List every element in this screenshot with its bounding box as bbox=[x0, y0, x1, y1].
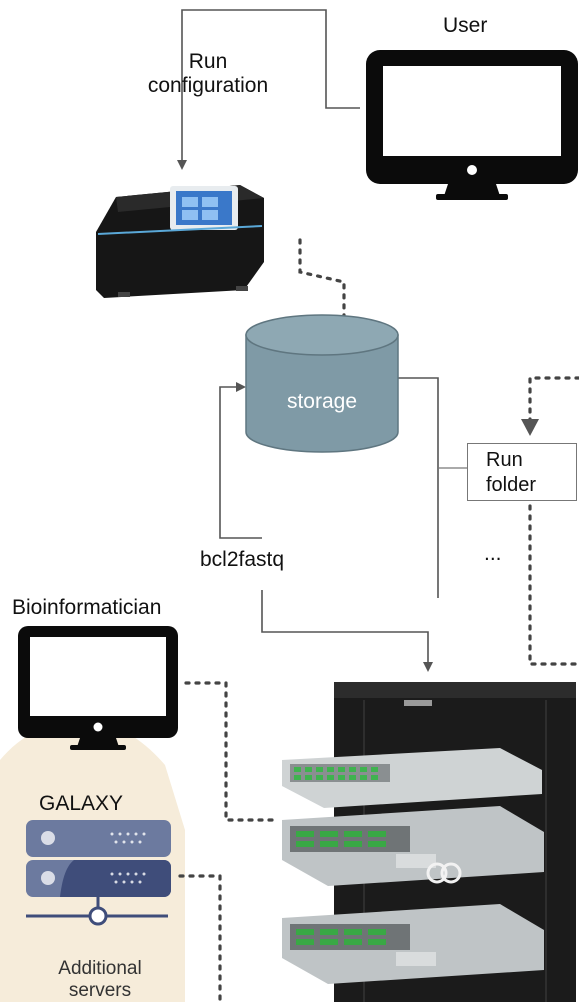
bioinformatician-dotted-link bbox=[184, 681, 280, 822]
bcl2fastq-input-connector bbox=[219, 382, 262, 539]
storage-database-icon bbox=[245, 314, 399, 453]
additional-servers-label: Additional servers bbox=[30, 958, 170, 1002]
storage-cluster-line bbox=[398, 377, 439, 598]
runfolder-down-arrow bbox=[521, 419, 539, 436]
user-label: User bbox=[443, 14, 488, 37]
bcl2fastq-output-connector bbox=[261, 590, 433, 672]
run-folder-box: Run folder bbox=[467, 443, 577, 501]
run-configuration-label: Run configuration bbox=[134, 50, 282, 98]
bioinformatician-monitor-icon bbox=[18, 626, 178, 750]
ellipsis-label: ... bbox=[484, 542, 502, 565]
galaxy-label: GALAXY bbox=[39, 792, 124, 815]
user-monitor-icon bbox=[366, 50, 578, 200]
bioinformatician-label: Bioinformatician bbox=[12, 596, 162, 619]
galaxy-dotted-link bbox=[178, 874, 222, 1002]
storage-label: storage bbox=[286, 390, 358, 413]
run-configuration-line1: Run bbox=[188, 50, 228, 73]
run-configuration-connector bbox=[181, 9, 360, 109]
sequencer-icon bbox=[96, 185, 264, 298]
run-folder-line1: Run bbox=[486, 449, 523, 471]
additional-servers-line1: Additional bbox=[58, 958, 142, 979]
server-rack-icon bbox=[282, 682, 576, 1002]
additional-servers-line2: servers bbox=[68, 980, 132, 1001]
sequencer-storage-dotted-link bbox=[298, 238, 346, 324]
run-configuration-line2: configuration bbox=[147, 74, 269, 97]
bcl2fastq-label: bcl2fastq bbox=[197, 548, 288, 572]
galaxy-server-icon bbox=[26, 820, 171, 926]
run-folder-line2: folder bbox=[486, 474, 537, 496]
runfolder-dotted-loop bbox=[528, 376, 579, 422]
runfolder-dotted-continuation bbox=[528, 504, 579, 666]
